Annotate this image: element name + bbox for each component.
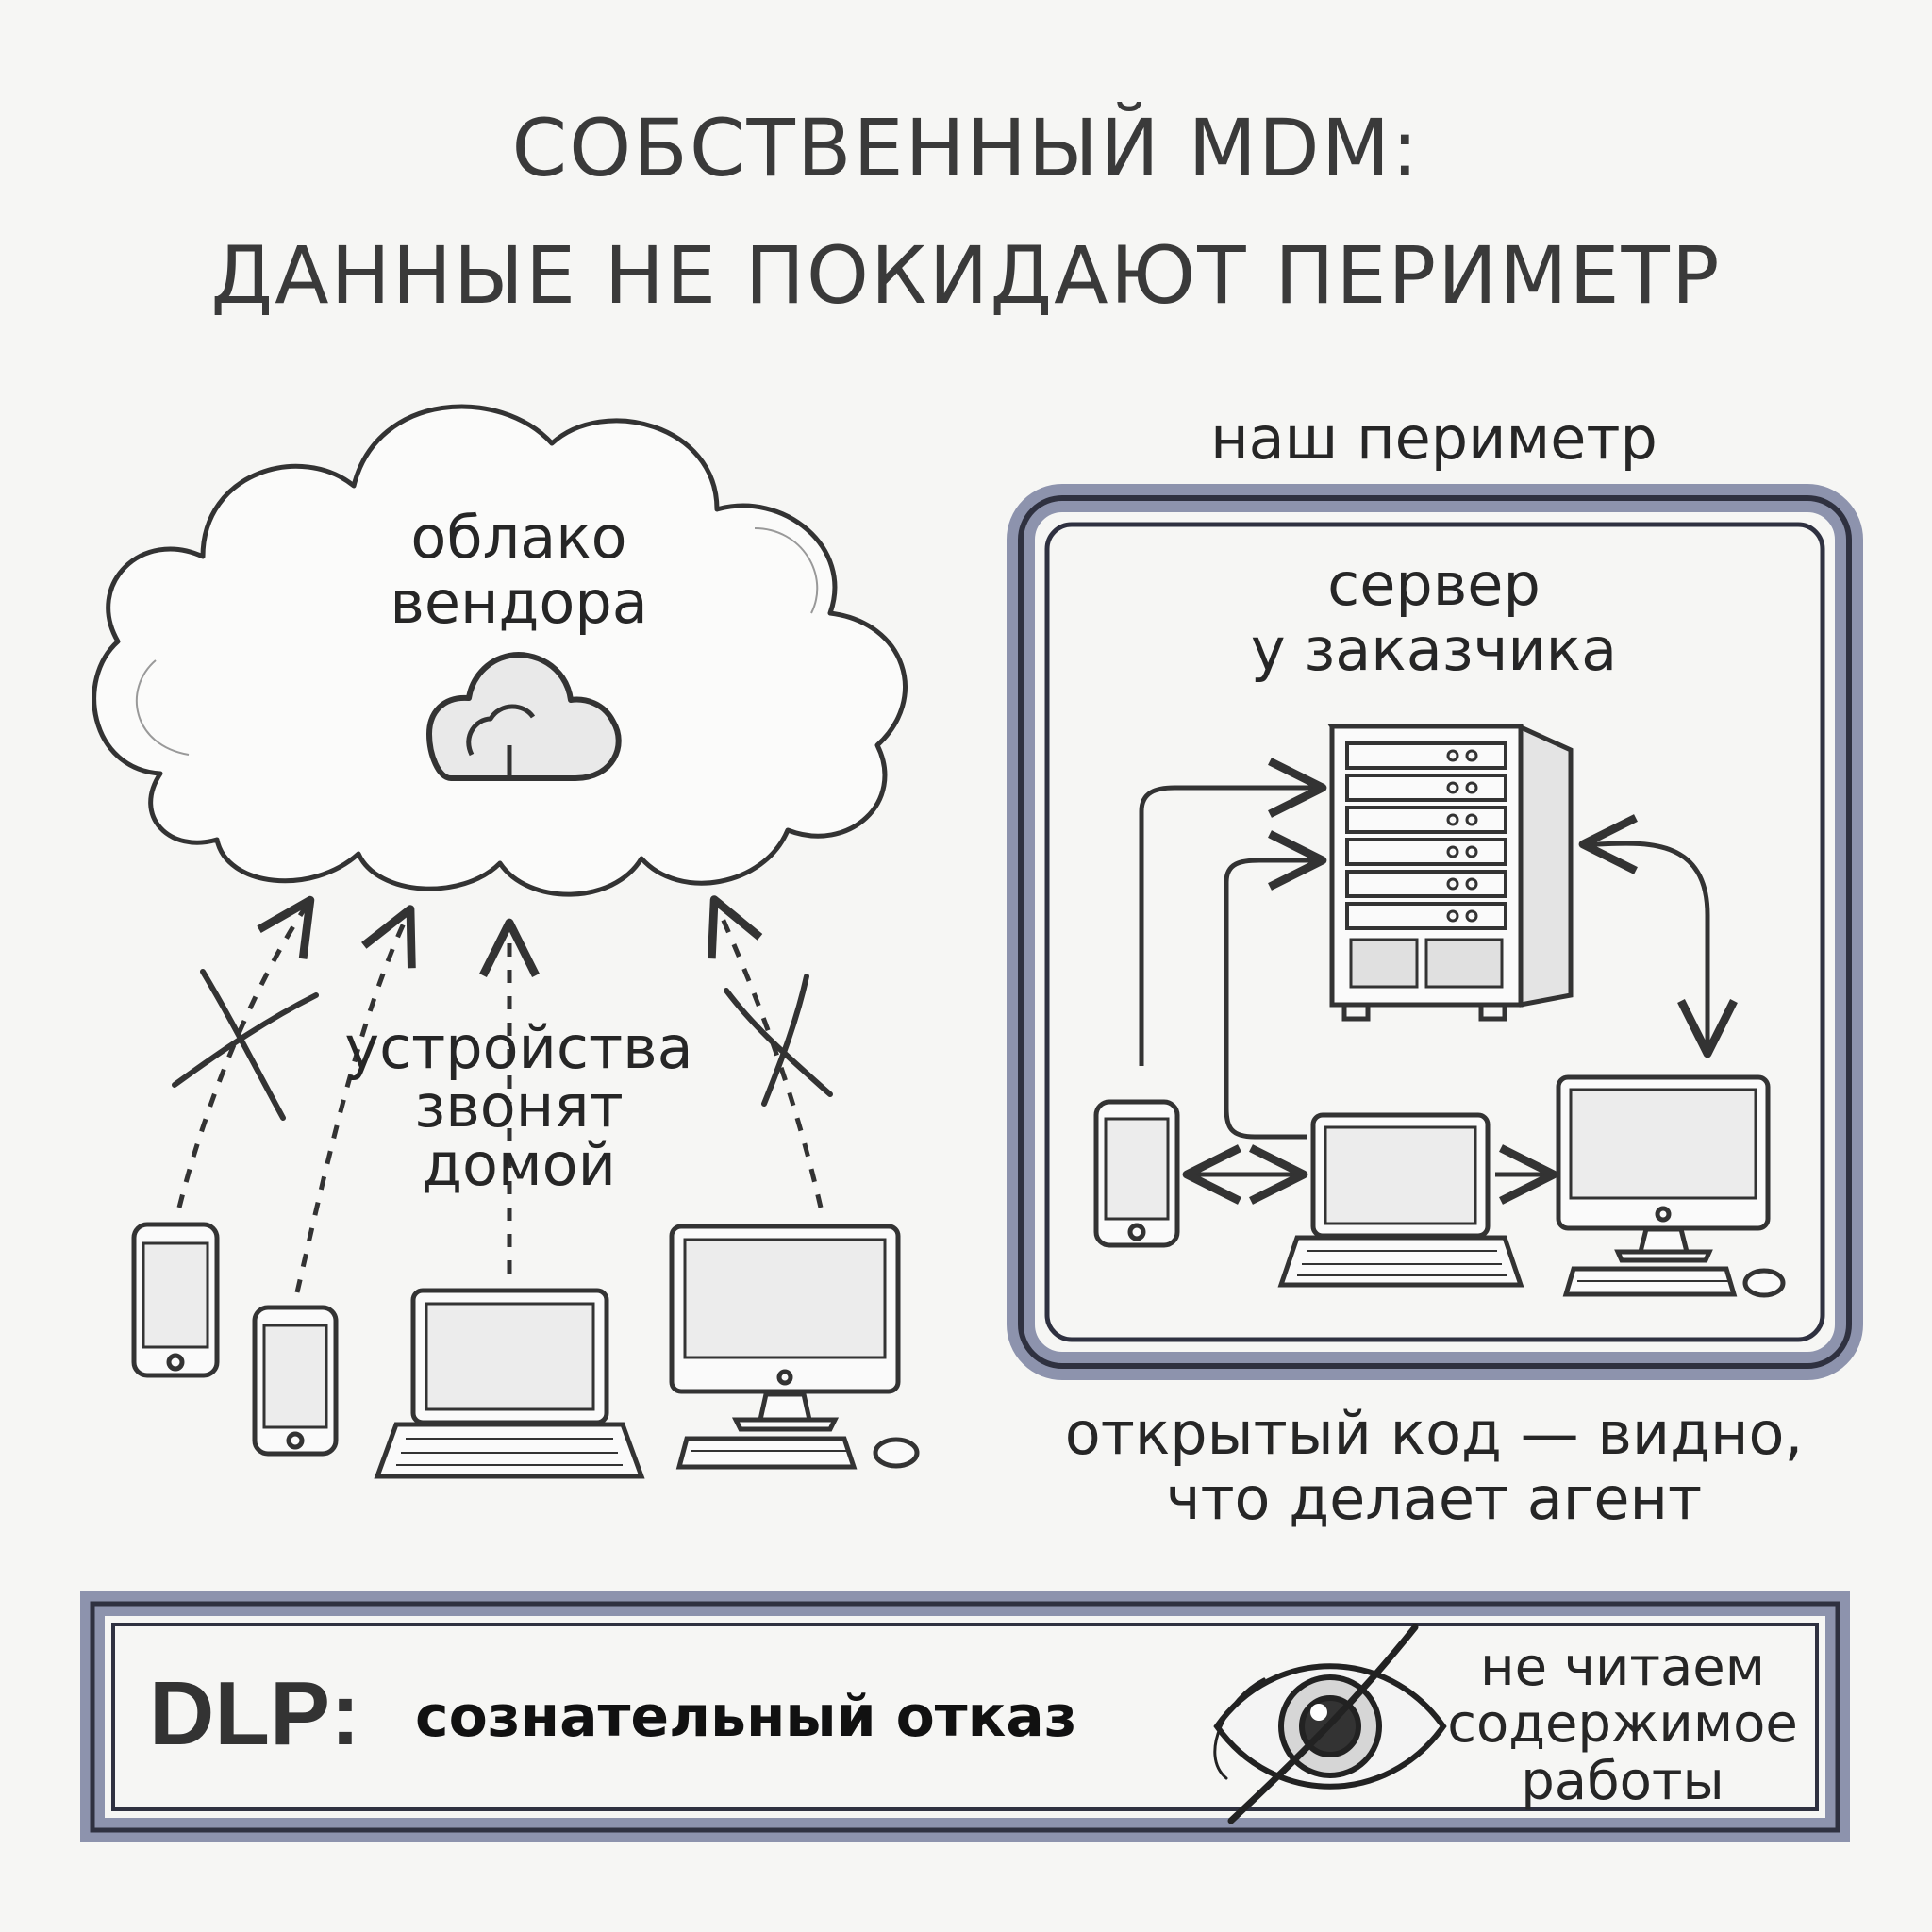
vendor-cloud-shape <box>92 404 908 897</box>
server-tower-icon <box>1327 724 1574 1022</box>
page-title-line-1: СОБСТВЕННЫЙ MDM: <box>511 102 1421 194</box>
open-source-note-line-1: открытый код — видно, <box>1064 1399 1804 1468</box>
perimeter-frame <box>1007 484 1863 1380</box>
laptop-icon <box>374 1288 645 1479</box>
dlp-prefix: DLP: <box>149 1663 360 1764</box>
server-label: сервер у заказчика <box>1170 552 1698 683</box>
perimeter-arrows <box>1139 758 1738 1205</box>
server-label-line-1: сервер <box>1327 550 1541 619</box>
laptop-icon <box>1277 1112 1524 1288</box>
devices-label-line-3: домой <box>422 1130 616 1199</box>
perimeter-label: наш периметр <box>1210 404 1657 473</box>
desktop-icon <box>669 1224 920 1470</box>
open-source-note-line-2: что делает агент <box>1165 1464 1703 1534</box>
page-title-line-2: ДАННЫЕ НЕ ПОКИДАЮТ ПЕРИМЕТР <box>210 229 1722 322</box>
left-dashed-arrows <box>176 895 824 1293</box>
phone-icon <box>131 1222 220 1378</box>
cloud-label: облако вендора <box>311 505 726 636</box>
dlp-note: не читаем содержимое работы <box>1434 1637 1811 1812</box>
server-label-line-2: у заказчика <box>1250 615 1618 685</box>
devices-label: устройства звонят домой <box>321 1019 717 1194</box>
cloud-label-line-1: облако <box>410 503 627 572</box>
desktop-icon <box>1556 1074 1786 1298</box>
crossed-eye-icon <box>1213 1624 1447 1824</box>
cross-mark-icon <box>172 969 833 1121</box>
cloud-icon <box>426 652 622 781</box>
phone-icon <box>252 1305 339 1457</box>
dlp-note-line-1: не читаем <box>1480 1637 1765 1698</box>
cloud-label-line-2: вендора <box>390 568 648 638</box>
dlp-statement: сознательный отказ <box>415 1684 1077 1750</box>
devices-label-line-2: звонят <box>414 1072 624 1141</box>
phone-icon <box>1093 1099 1180 1248</box>
dlp-frame <box>80 1591 1850 1842</box>
devices-label-line-1: устройства <box>344 1013 693 1082</box>
dlp-note-line-2: содержимое <box>1447 1693 1798 1756</box>
open-source-note: открытый код — видно, что делает агент <box>1019 1401 1849 1532</box>
dlp-note-line-3: работы <box>1521 1750 1724 1812</box>
